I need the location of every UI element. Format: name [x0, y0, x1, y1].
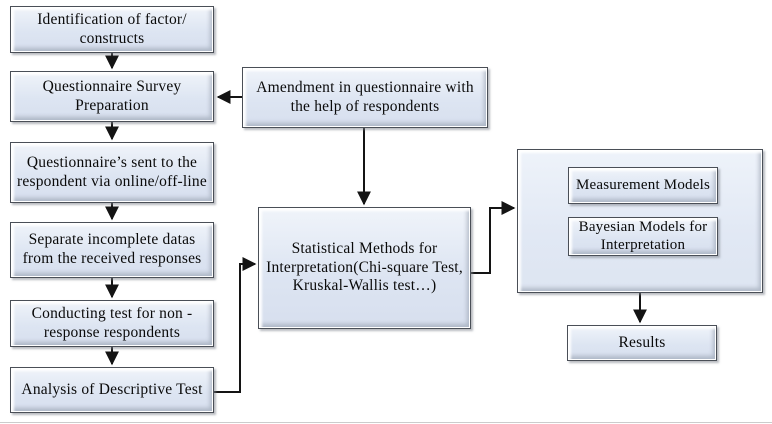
- node-identification-of-factors: Identification of factor/ constructs: [10, 6, 214, 53]
- node-questionnaire-survey-preparation: Questionnaire Survey Preparation: [10, 71, 214, 122]
- image-bottom-border: [0, 422, 772, 423]
- node-results: Results: [567, 325, 717, 361]
- connector-descriptive-to-statistical: [214, 257, 257, 393]
- node-questionnaire-sent: Questionnaire’s sent to the respondent v…: [10, 142, 214, 203]
- node-analysis-descriptive-test: Analysis of Descriptive Test: [10, 367, 214, 413]
- node-separate-incomplete-datas: Separate incomplete datas from the recei…: [10, 222, 214, 278]
- node-non-response-test: Conducting test for non - response respo…: [10, 300, 214, 347]
- node-statistical-methods: Statistical Methods for Interpretation(C…: [258, 207, 471, 329]
- node-measurement-models: Measurement Models: [568, 167, 718, 204]
- node-bayesian-models: Bayesian Models for Interpretation: [568, 217, 718, 256]
- connector-statistical-to-models: [471, 201, 516, 274]
- node-models-group: Measurement Models Bayesian Models for I…: [517, 149, 763, 293]
- node-amendment-questionnaire: Amendment in questionnaire with the help…: [242, 67, 488, 128]
